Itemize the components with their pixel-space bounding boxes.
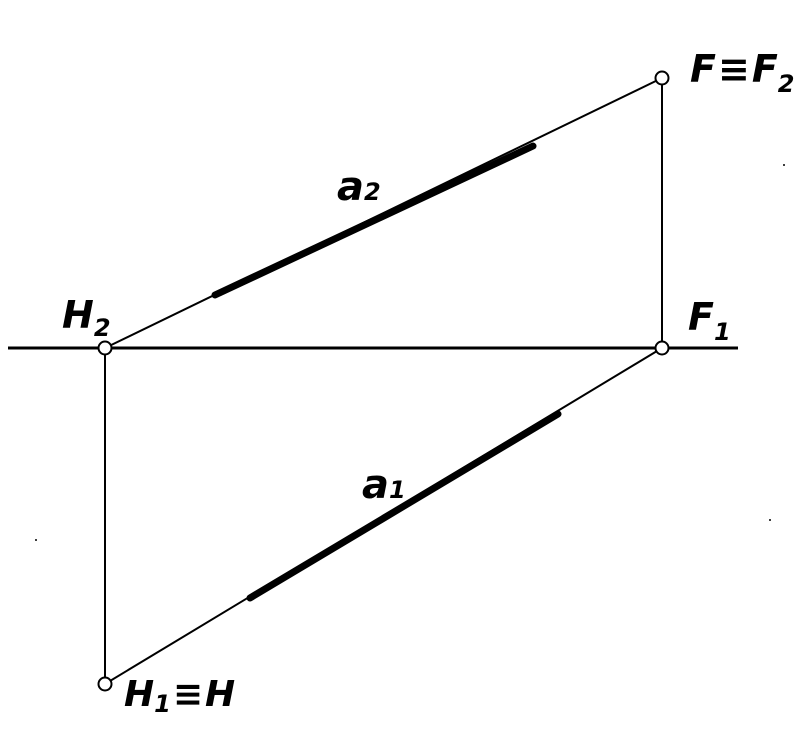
label-f2: F	[752, 47, 778, 91]
label-a2: a2	[337, 164, 381, 210]
label-equiv: ≡	[718, 47, 750, 91]
label-h2-sub: 2	[94, 314, 111, 342]
label-h2: H2	[62, 293, 111, 342]
label-equiv-2: ≡	[173, 674, 203, 715]
label-a1: a1	[362, 462, 406, 508]
point-h1	[97, 676, 113, 692]
label-f2-sub: 2	[778, 70, 795, 98]
label-h2-main: H	[62, 293, 94, 337]
point-h2	[97, 340, 113, 356]
label-a1-main: a	[362, 462, 389, 508]
label-f: F	[690, 47, 716, 91]
speck	[783, 164, 785, 166]
label-a1-sub: 1	[389, 476, 406, 504]
label-h1-sub: 1	[154, 690, 171, 718]
speck	[35, 539, 37, 541]
point-f2	[654, 70, 670, 86]
label-h: H	[205, 674, 235, 715]
label-f-equiv-f2: F≡F2	[690, 47, 794, 98]
label-f1: F1	[688, 295, 731, 346]
label-a2-main: a	[337, 164, 364, 210]
segment-a1	[246, 410, 562, 602]
label-h1-equiv-h: H1≡H	[124, 674, 235, 718]
segment-a2	[211, 142, 537, 299]
label-f1-main: F	[688, 295, 714, 339]
label-h1: H	[124, 674, 154, 715]
point-f1	[654, 340, 670, 356]
label-a2-sub: 2	[364, 178, 381, 206]
speck	[769, 519, 771, 521]
label-f1-sub: 1	[714, 318, 731, 346]
